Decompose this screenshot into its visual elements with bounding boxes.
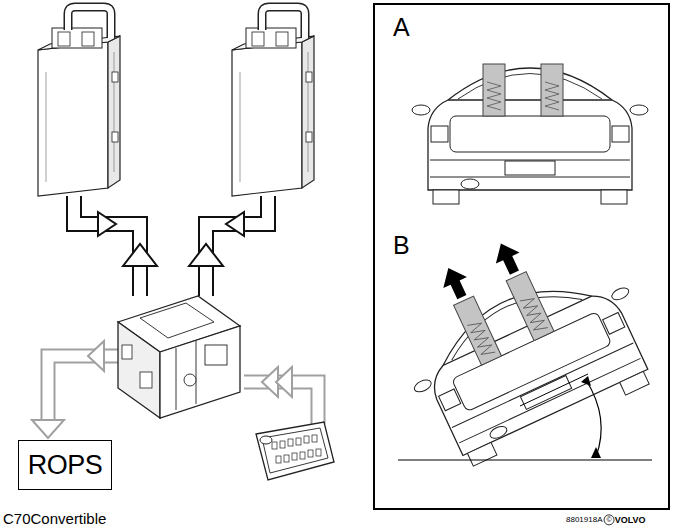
car-normal — [541, 64, 563, 116]
diagnostic-connector — [288, 439, 293, 446]
diagnostic-connector — [272, 442, 277, 449]
signal-arrow — [206, 196, 268, 296]
diagnostic-connector — [308, 450, 313, 457]
control-module — [118, 296, 240, 418]
control-module — [140, 303, 214, 338]
car-normal — [483, 64, 505, 116]
tilt-angle — [581, 376, 591, 386]
control-module — [118, 322, 160, 418]
grey-arrow — [48, 356, 126, 426]
diagnostic-connector — [260, 436, 272, 444]
illustration — [232, 7, 314, 196]
grey-arrow — [88, 341, 104, 371]
panel-letter: B — [393, 232, 410, 260]
illustration — [38, 7, 120, 196]
diagnostic-connector — [284, 455, 289, 462]
copyright-ring — [604, 515, 614, 525]
panel-letter: A — [393, 14, 410, 42]
diagnostic-connector — [292, 453, 297, 460]
control-module — [205, 345, 227, 365]
car-tilted — [506, 272, 554, 341]
signal-arrow — [74, 196, 140, 296]
signal-arrow — [226, 212, 244, 236]
diagnostic-connector — [276, 456, 281, 463]
control-module — [122, 345, 132, 359]
drawing-code: © — [606, 516, 611, 524]
car-normal — [487, 82, 501, 110]
signal-arrow — [74, 196, 140, 296]
diagnostic-connector — [256, 422, 334, 480]
tilt-angle — [520, 374, 588, 406]
grey-arrow — [276, 367, 292, 397]
control-module — [140, 372, 152, 388]
grey-arrow — [32, 420, 64, 438]
car-tilted — [454, 296, 502, 365]
tilt-angle — [586, 380, 601, 457]
diagnostic-connector — [312, 435, 317, 442]
tilt-angle — [398, 459, 652, 460]
system-box: ROPS — [18, 440, 112, 490]
box-label: ROPS — [28, 450, 103, 481]
signal-arrow — [74, 196, 268, 296]
diagnostic-connector — [272, 435, 321, 463]
grey-arrow — [244, 382, 318, 424]
diagnostic-connector — [262, 428, 328, 473]
car-tilted — [397, 252, 668, 475]
drawing-code: 8801918A — [566, 516, 602, 525]
diagnostic-connector — [280, 441, 285, 448]
diagnostic-connector — [316, 449, 321, 456]
car-tilted — [374, 203, 668, 475]
control-module — [196, 341, 197, 404]
signal-arrow — [123, 244, 157, 266]
tilt-angle — [398, 374, 652, 460]
car-tilted — [520, 295, 548, 334]
tilt-angle — [591, 447, 601, 458]
drawing-code: VOLVO — [615, 516, 646, 526]
diagnostic-connector — [300, 452, 305, 459]
grey-arrow — [244, 382, 318, 424]
signal-arrow — [206, 196, 268, 296]
diagnostic-connector — [256, 422, 334, 480]
car-normal — [412, 64, 648, 204]
grey-arrow — [48, 356, 126, 426]
car-tilted — [489, 238, 526, 278]
control-module — [184, 374, 196, 386]
diagnostic-connector — [304, 436, 309, 443]
control-module — [176, 348, 177, 410]
control-module — [160, 326, 240, 418]
panel-frame — [374, 4, 669, 509]
car-normal — [545, 82, 559, 110]
diagnostic-connector — [296, 438, 301, 445]
caption: C70Convertible — [3, 511, 106, 528]
car-tilted — [467, 320, 495, 359]
signal-arrow — [98, 212, 116, 236]
car-normal — [412, 68, 648, 204]
car-tilted — [437, 263, 474, 303]
signal-arrow — [189, 244, 223, 266]
